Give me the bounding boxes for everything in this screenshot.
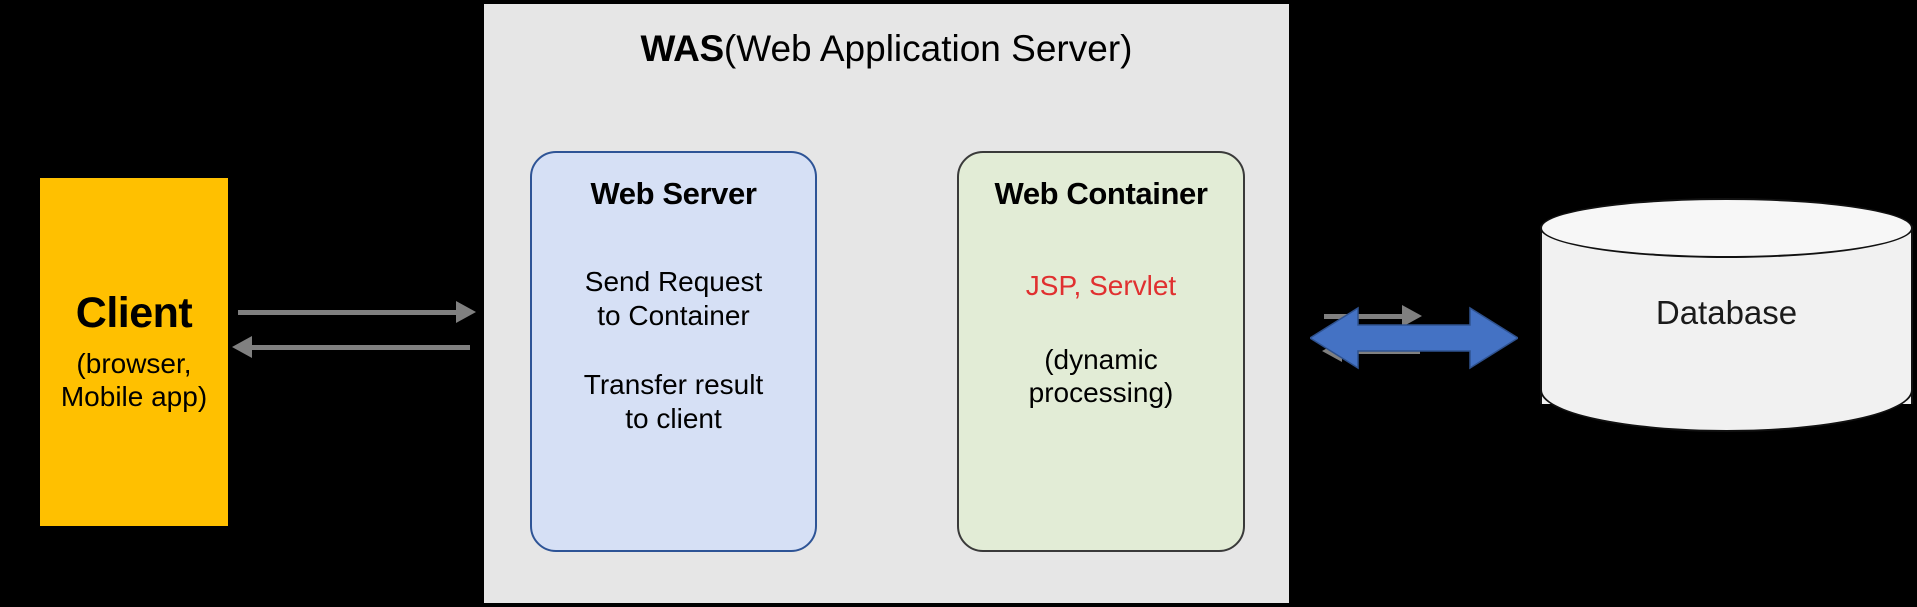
was-panel[interactable]: WAS(Web Application Server) Web Server S… [484,4,1422,603]
web-container-node[interactable]: Web Container JSP, Servlet (dynamic proc… [957,151,1245,552]
client-title: Client [75,289,193,338]
web-server-paragraph-1: Send Request to Container [585,265,762,332]
web-server-paragraph-1-line-1: Send Request [584,266,763,298]
web-container-paragraph-2-line-1: (dynamic [1044,343,1158,375]
was-title-expansion: (Web Application Server) [723,28,1133,69]
arrow-client-to-was-icon [238,301,476,323]
web-server-paragraph-1-line-2: to Container [597,299,750,331]
arrow-shaft [238,310,459,315]
web-server-heading: Web Server [590,176,757,211]
was-title-acronym: WAS [640,28,725,69]
web-server-paragraph-2: Transfer result to client [584,368,763,435]
web-container-heading: Web Container [994,176,1208,211]
client-subtitle: (browser, Mobile app) [61,347,207,413]
web-container-technologies: JSP, Servlet [1025,270,1177,302]
web-server-node[interactable]: Web Server Send Request to Container Tra… [530,151,817,552]
arrow-was-to-database-icon [1310,306,1518,370]
web-container-paragraph-2-line-2: processing) [1028,377,1174,409]
arrow-head [456,301,476,323]
arrow-was-to-client-icon [232,336,470,358]
client-node[interactable]: Client (browser, Mobile app) [40,178,228,526]
double-headed-arrow-shape [1310,306,1518,370]
arrow-head [1402,305,1422,327]
client-subtitle-line-1: (browser, [76,347,192,379]
arrow-head [232,336,252,358]
arrow-web-server-to-web-container-icon [1324,305,1422,327]
web-server-paragraph-2-line-2: to client [625,402,722,434]
arrow-shaft [1324,314,1405,319]
web-container-paragraph-2: (dynamic processing) [1029,343,1174,410]
arrow-shaft [249,345,470,350]
client-subtitle-line-2: Mobile app) [60,380,208,412]
database-node[interactable]: Database [1540,198,1913,432]
database-label: Database [1655,294,1798,331]
was-title: WAS(Web Application Server) [484,28,1289,70]
database-cylinder-top [1540,198,1913,258]
web-server-paragraph-2-line-1: Transfer result [583,369,764,401]
